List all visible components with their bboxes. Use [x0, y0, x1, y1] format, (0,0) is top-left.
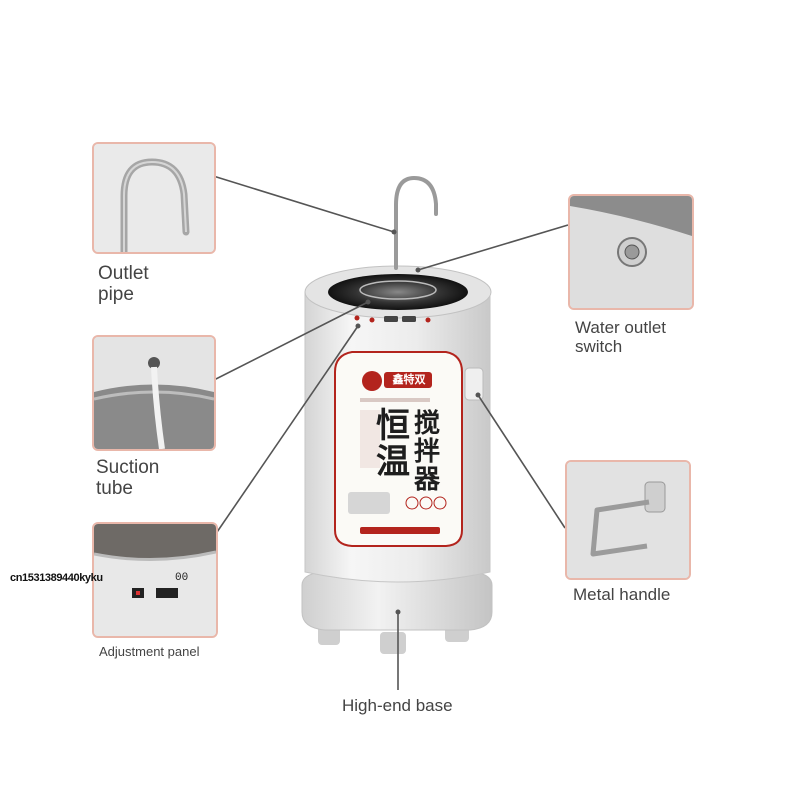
label-suction-tube-line1: Suction [96, 457, 160, 478]
callout-image-suction-tube [92, 335, 216, 451]
label-brand: 鑫特双 [392, 373, 426, 386]
callout-image-water-outlet-switch [568, 194, 694, 310]
label-high-end-base: High-end base [342, 696, 453, 715]
label-suction-tube: Suction tube [96, 457, 159, 500]
label-outlet-pipe-line1: Outlet [98, 263, 149, 284]
label-main-right: 搅拌器 [414, 409, 441, 495]
label-adjustment-panel: Adjustment panel [99, 644, 200, 659]
adjustment-panel-closeup [94, 524, 216, 636]
label-outlet-pipe-line2: pipe [98, 284, 134, 306]
label-water-outlet-switch-line1: Water outlet [575, 318, 667, 337]
panel-display-digits: 00 [175, 572, 189, 584]
label-water-outlet-switch-line2: switch [575, 337, 623, 357]
callout-image-outlet-pipe [92, 142, 216, 254]
seller-watermark: cn1531389440kyku [10, 572, 103, 584]
side-knob [464, 367, 484, 401]
switch-closeup [570, 196, 692, 308]
leader-lines [209, 174, 569, 690]
gooseneck-pipe-closeup [94, 144, 214, 252]
label-suction-tube-line2: tube [96, 478, 133, 500]
machine-top-opening [328, 274, 468, 310]
product-label [334, 351, 463, 547]
label-metal-handle: Metal handle [573, 585, 671, 604]
outlet-pipe-tube [394, 175, 438, 270]
label-main-left: 恒温 [376, 406, 410, 482]
callout-image-metal-handle [565, 460, 691, 580]
label-outlet-pipe: Outlet pipe [98, 263, 149, 306]
label-water-outlet-switch: Water outlet switch [575, 318, 666, 356]
control-strip [354, 315, 431, 323]
callout-image-adjustment-panel [92, 522, 218, 638]
suction-tube-closeup [94, 337, 214, 449]
metal-handle-closeup [567, 462, 689, 578]
